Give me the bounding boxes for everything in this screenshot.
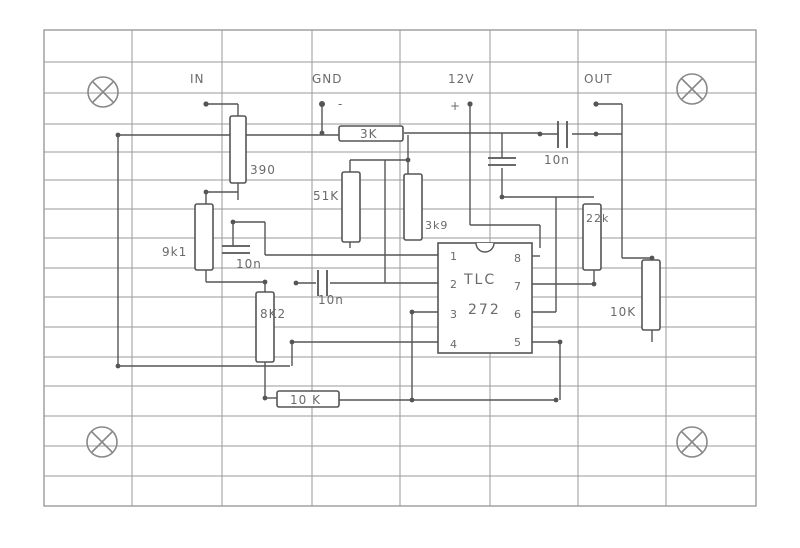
ic-pin-4: 4 (450, 338, 458, 351)
mounting-hole-icon (87, 76, 119, 108)
resistor-8k2 (255, 291, 275, 363)
mounting-hole-icon (676, 73, 708, 105)
mounting-holes (86, 73, 708, 458)
resistor-51k (341, 171, 361, 243)
mounting-hole-icon (676, 426, 708, 458)
terminal-gnd-sign: - (338, 97, 343, 111)
ic-name-label: TLC (463, 272, 496, 288)
resistor-10k-right (641, 259, 661, 331)
capacitor-pin2-label: 10n (318, 293, 344, 307)
ic-pin-6: 6 (514, 308, 522, 321)
capacitor-in-label: 10n (236, 257, 262, 271)
terminal-in-label: IN (190, 72, 205, 86)
resistor-3k9 (403, 173, 423, 241)
resistor-9k1-label: 9k1 (162, 245, 187, 259)
ic-number-label: 272 (468, 302, 501, 318)
resistor-10k-right-label: 10K (610, 305, 636, 319)
resistor-8k2-label: 8K2 (260, 307, 286, 321)
resistor-10k-bottom (276, 390, 340, 408)
ic-pin-8: 8 (514, 252, 522, 265)
resistor-22k (582, 203, 602, 271)
resistor-390-label: 390 (250, 163, 276, 177)
capacitor-pin2 (317, 270, 328, 296)
capacitor-in (222, 222, 250, 254)
capacitor-decoupling (488, 133, 516, 166)
terminal-12v-label: 12V (448, 72, 474, 86)
terminal-gnd-label: GND (312, 72, 343, 86)
resistor-9k1 (194, 203, 214, 271)
resistor-390 (229, 115, 247, 184)
capacitor-out-label: 10n (544, 153, 570, 167)
resistor-3k9-label: 3k9 (425, 219, 448, 232)
resistor-3k-label: 3K (360, 127, 378, 141)
resistor-51k-label: 51K (313, 189, 339, 203)
resistors (194, 115, 661, 408)
capacitor-out (557, 121, 568, 148)
terminal-12v-sign: + (450, 99, 461, 113)
ic-pin-5: 5 (514, 336, 522, 349)
grid-paper (43, 29, 757, 507)
terminal-out-label: OUT (584, 72, 613, 86)
ic-pin-3: 3 (450, 308, 458, 321)
ic-tlc272 (437, 242, 533, 354)
resistor-10k-bottom-label: 10 K (290, 393, 321, 407)
capacitors (222, 121, 568, 296)
resistor-22k-label: 22k (586, 212, 609, 225)
wiring (117, 103, 653, 401)
resistor-3k (338, 125, 404, 142)
ic-pin-7: 7 (514, 280, 522, 293)
ic-pin-1: 1 (450, 250, 458, 263)
ic-pin-2: 2 (450, 278, 458, 291)
mounting-hole-icon (86, 426, 118, 458)
